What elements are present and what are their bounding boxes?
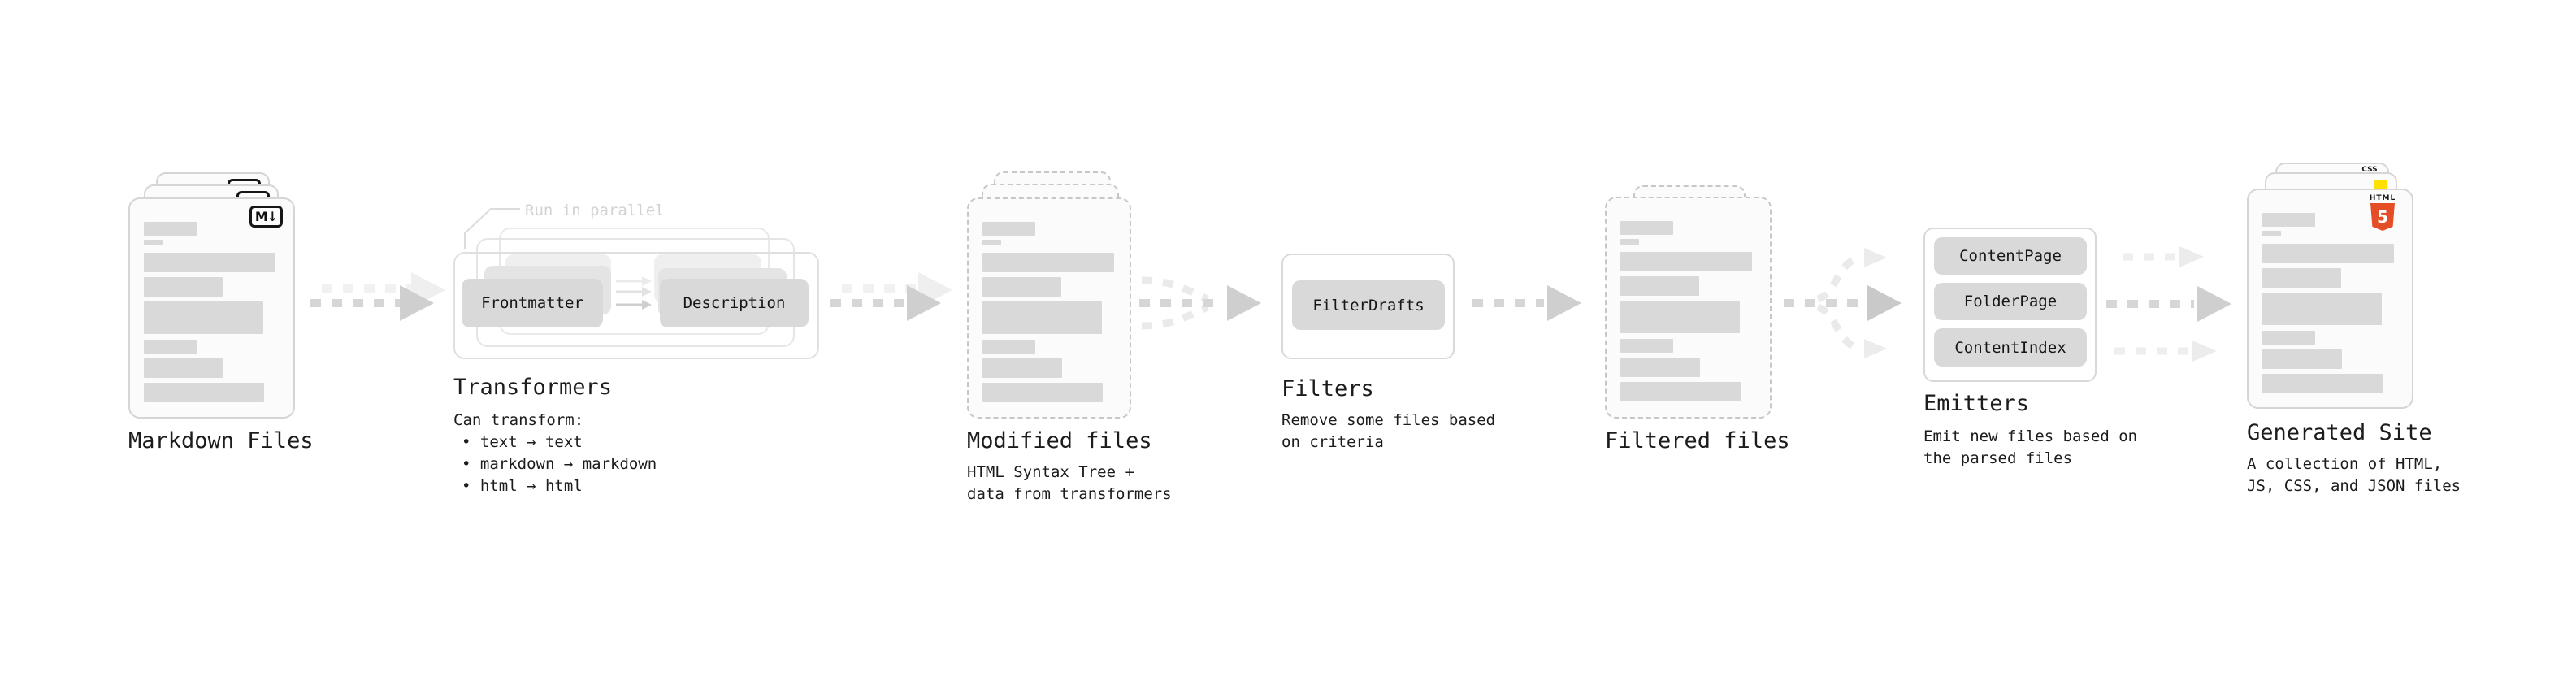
doc-text-bar (144, 340, 197, 354)
arrow-filters-to-filtered (1472, 285, 1581, 321)
modified-files-label: Modified files (967, 428, 1152, 453)
doc-text-bar (1620, 252, 1752, 271)
description-pill: Description (660, 279, 809, 327)
doc-text-bar (982, 358, 1062, 378)
markdown-files-label: Markdown Files (128, 428, 314, 453)
markdown-file-card: M↓ (128, 197, 295, 419)
doc-text-bar (144, 358, 223, 378)
doc-text-bar (1620, 301, 1740, 333)
doc-text-bar (2262, 268, 2341, 288)
doc-text-bar (1620, 358, 1700, 377)
html-file-card: HTML 5 (2247, 189, 2413, 409)
doc-text-bar (2262, 244, 2394, 263)
html5-icon-shield: 5 (2370, 203, 2395, 231)
desc-bullet: • markdown → markdown (462, 455, 657, 473)
desc-line: HTML Syntax Tree + (967, 463, 1134, 481)
doc-text-bar (982, 253, 1114, 272)
doc-placeholder-text (1620, 221, 1752, 401)
desc-line: the parsed files (1923, 449, 2073, 467)
doc-text-bar (2262, 374, 2383, 393)
emitters-label: Emitters (1923, 391, 2030, 416)
transformer-frame-front (453, 252, 819, 359)
run-in-parallel-note: Run in parallel (525, 202, 665, 219)
doc-text-bar (1620, 276, 1699, 296)
css-icon-word: CSS (2361, 166, 2378, 174)
generated-site-label: Generated Site (2247, 420, 2432, 445)
folderpage-pill: FolderPage (1934, 283, 2087, 320)
parallel-run-arrows (616, 276, 652, 310)
desc-line: JS, CSS, and JSON files (2247, 477, 2461, 495)
doc-text-bar (2262, 349, 2342, 369)
contentpage-pill: ContentPage (1934, 237, 2087, 275)
doc-text-bar (982, 301, 1102, 334)
desc-line: on criteria (1281, 433, 1384, 451)
frontmatter-pill: Frontmatter (462, 279, 603, 327)
desc-line: Remove some files based (1281, 411, 1496, 429)
filters-description: Remove some files based on criteria (1281, 410, 1495, 453)
modified-files-description: HTML Syntax Tree + data from transformer… (967, 462, 1172, 505)
doc-placeholder-text (982, 222, 1114, 402)
doc-text-bar (2262, 293, 2382, 325)
doc-text-bar (982, 277, 1061, 297)
doc-text-bar (144, 240, 163, 245)
doc-text-bar (982, 222, 1035, 236)
arrow-transformers-to-modified (830, 272, 952, 321)
doc-text-bar (1620, 339, 1673, 353)
filters-label: Filters (1281, 376, 1374, 401)
doc-text-bar (144, 383, 264, 402)
filtered-files-label: Filtered files (1605, 428, 1790, 453)
contentindex-pill: ContentIndex (1934, 328, 2087, 367)
doc-text-bar (1620, 221, 1673, 235)
html5-icon-word: HTML (2369, 194, 2396, 202)
doc-text-bar (144, 301, 263, 334)
doc-text-bar (2262, 331, 2315, 345)
transformers-label: Transformers (453, 375, 613, 400)
run-in-parallel-leader-line (464, 208, 520, 249)
generated-site-description: A collection of HTML, JS, CSS, and JSON … (2247, 453, 2461, 497)
emitters-description: Emit new files based on the parsed files (1923, 426, 2137, 470)
arrow-modified-to-filters (1139, 276, 1261, 330)
doc-placeholder-text (144, 222, 275, 402)
filterdrafts-pill: FilterDrafts (1292, 280, 1445, 330)
doc-text-bar (2262, 213, 2315, 227)
arrow-filtered-to-emitters (1784, 248, 1902, 358)
markdown-icon: M↓ (249, 206, 283, 228)
desc-bullet: • text → text (462, 433, 583, 451)
desc-line: Emit new files based on (1923, 427, 2138, 445)
doc-text-bar (144, 277, 223, 297)
doc-text-bar (982, 340, 1035, 354)
desc-line: data from transformers (967, 485, 1172, 503)
transformers-description: Can transform: • text → text • markdown … (453, 410, 657, 497)
doc-text-bar (982, 240, 1001, 245)
html5-icon: HTML 5 (2363, 194, 2402, 231)
doc-text-bar (144, 222, 197, 236)
arrow-emitters-to-site (2106, 246, 2231, 362)
desc-line: A collection of HTML, (2247, 455, 2443, 473)
doc-text-bar (982, 383, 1103, 402)
doc-placeholder-text (2262, 213, 2394, 393)
doc-text-bar (2262, 231, 2281, 236)
doc-text-bar (1620, 239, 1639, 245)
arrow-markdown-to-transformers (310, 272, 445, 321)
doc-text-bar (144, 253, 275, 272)
desc-bullet: • html → html (462, 477, 583, 495)
filtered-file-card (1605, 197, 1772, 419)
modified-file-card (967, 197, 1131, 419)
desc-line: Can transform: (453, 411, 584, 429)
doc-text-bar (1620, 382, 1741, 401)
